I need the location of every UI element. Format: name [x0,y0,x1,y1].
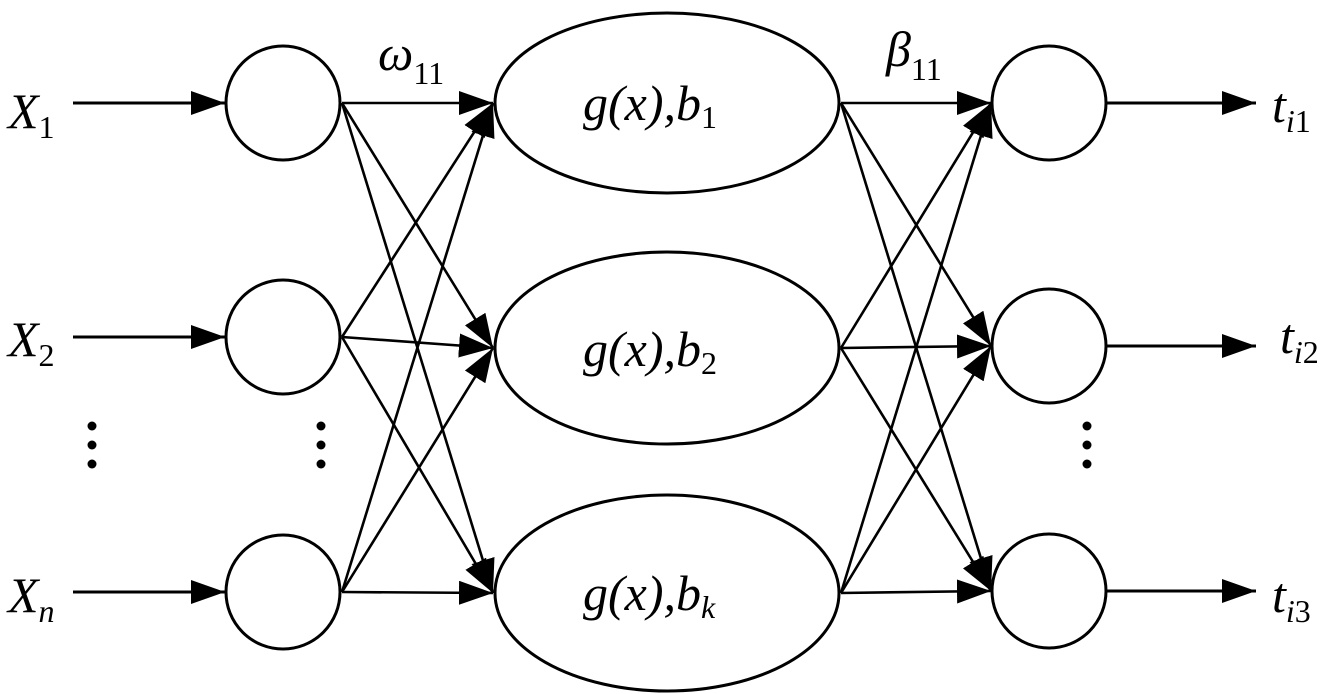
edge-inn-hk [341,580,494,605]
input-node-ellipsis [316,421,326,469]
edge-inn-h1 [340,102,495,593]
hidden-node-label-2: g(x),b2 [583,321,717,381]
output-label-ti3: ti3 [1272,567,1311,629]
edge-in2-hk [340,336,495,594]
nodes-group [224,11,1108,693]
edge-in1-h2 [340,102,495,349]
edge-h2-o1 [839,102,993,349]
hidden-node-label-k: g(x),bk [583,565,716,625]
input-label-ellipsis [87,421,97,469]
input-label-xn: Xn [6,567,55,629]
edge-inn-h2 [340,347,495,593]
output-node-o1 [990,44,1108,162]
weight-label-omega11: ω11 [378,25,444,91]
hidden-node-hk [493,493,841,693]
hidden-node-h2 [493,250,841,446]
input-node-inn [224,533,342,651]
edge-in2-h2 [341,333,494,358]
connections-group [73,91,1256,605]
input-label-x2: X2 [6,311,55,373]
output-node-o3 [990,532,1108,650]
edge-hk-o2 [839,345,993,594]
hidden-node-h1 [493,11,841,195]
hidden-node-label-1: g(x),b1 [583,75,717,135]
input-label-x1: X1 [6,83,55,145]
edge-hk-o3 [840,579,992,604]
edge-in2-h1 [340,102,495,338]
output-label-ti1: ti1 [1272,77,1311,139]
output-node-o2 [990,287,1108,405]
input-node-in2 [224,278,342,396]
weight-label-beta11: β11 [885,21,942,87]
edge-hk-o1 [839,102,993,594]
output-node-ellipsis [1082,421,1092,469]
input-node-in1 [224,44,342,162]
output-label-ti2: ti2 [1280,308,1319,370]
